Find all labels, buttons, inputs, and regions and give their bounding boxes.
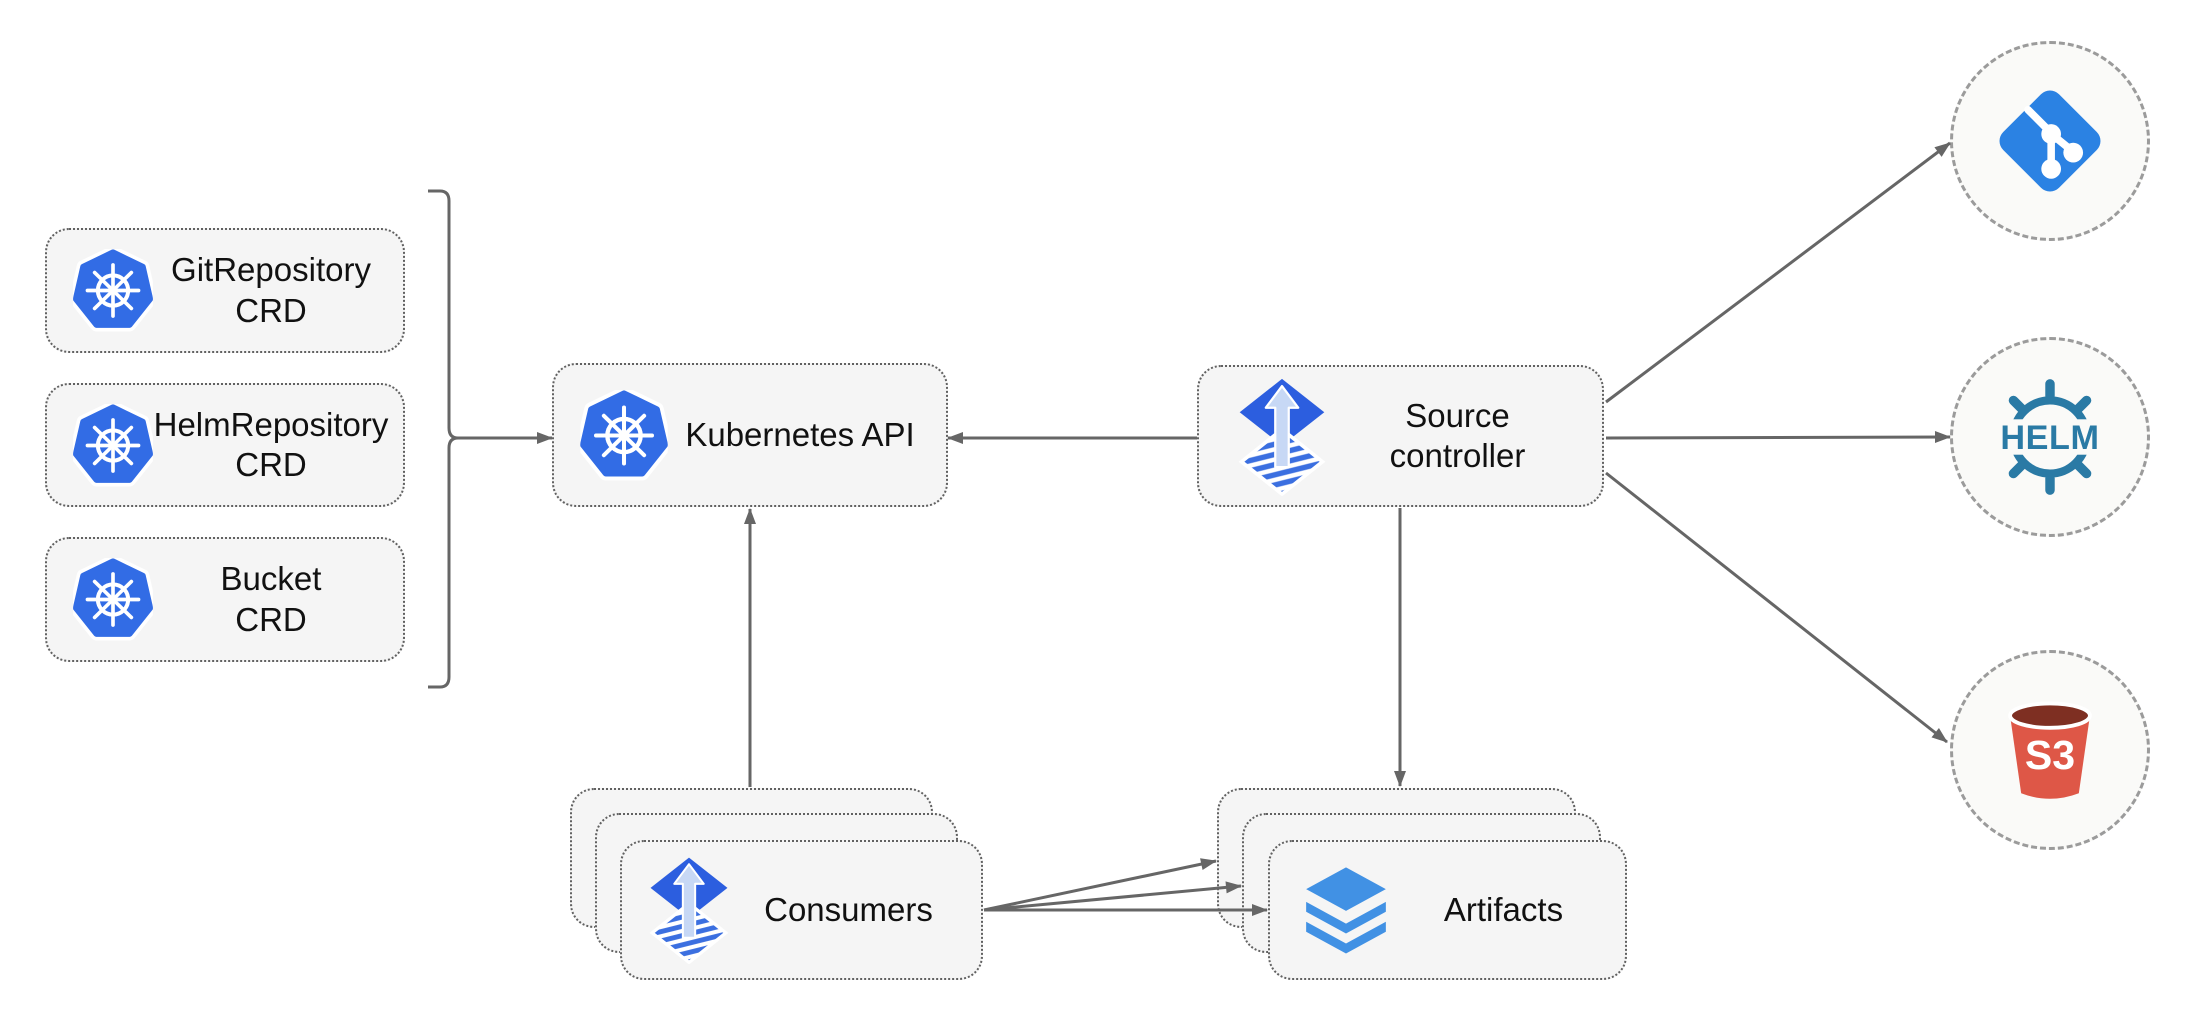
git-source-node <box>1950 41 2150 241</box>
crd-bracket-top <box>428 189 459 440</box>
source-controller-label: Source controller <box>1327 396 1588 477</box>
layers-icon <box>1306 867 1386 954</box>
bucket-crd-label: Bucket CRD <box>153 559 389 640</box>
kubernetes-api-node: Kubernetes API <box>552 363 948 507</box>
kubernetes-icon <box>73 404 153 487</box>
kubernetes-icon <box>73 249 153 332</box>
helm-repository-node: HELM <box>1950 337 2150 537</box>
flux-icon <box>648 856 730 964</box>
arrow-source-controller-to-s3 <box>1605 471 1948 744</box>
s3-bucket-icon: S3 <box>2008 701 2092 799</box>
crd-label-line1: GitRepository <box>171 251 371 289</box>
bucket-crd-node: Bucket CRD <box>45 537 405 662</box>
crd-bracket-bottom <box>428 436 459 689</box>
consumers-label: Consumers <box>764 890 933 928</box>
kubernetes-icon <box>73 558 153 641</box>
helmrepository-crd-label: HelmRepository CRD <box>153 405 389 486</box>
source-controller-line2: controller <box>1389 437 1526 474</box>
gitrepository-crd-label: GitRepository CRD <box>153 250 389 331</box>
s3-bucket-node: S3 <box>1950 650 2150 850</box>
artifacts-node: Artifacts <box>1268 840 1627 980</box>
consumers-node: Consumers <box>620 840 983 980</box>
s3-label: S3 <box>2025 732 2075 778</box>
source-controller-line1: Source <box>1405 396 1510 434</box>
source-controller-node: Source controller <box>1197 365 1604 507</box>
arrow-source-controller-to-helm <box>1605 431 1951 444</box>
arrow-source-controller-to-git <box>1605 141 1951 404</box>
gitrepository-crd-node: GitRepository CRD <box>45 228 405 353</box>
helmrepository-crd-node: HelmRepository CRD <box>45 383 405 507</box>
crd-label-line2: CRD <box>235 446 307 483</box>
git-icon <box>1999 90 2101 192</box>
kubernetes-icon <box>580 390 668 481</box>
arrow-consumers-to-artifacts-middle <box>983 881 1242 912</box>
artifacts-label: Artifacts <box>1443 890 1564 928</box>
helm-label: HELM <box>2000 419 2099 457</box>
crd-label-line1: Bucket <box>220 560 322 598</box>
kubernetes-api-label: Kubernetes API <box>685 415 915 453</box>
arrow-consumers-to-artifacts-back <box>983 858 1217 912</box>
crd-label-line1: HelmRepository <box>153 405 389 443</box>
flux-icon <box>1237 377 1327 496</box>
helm-icon: HELM <box>1995 379 2105 495</box>
crd-label-line2: CRD <box>235 600 307 638</box>
crd-label-line2: CRD <box>235 291 307 329</box>
